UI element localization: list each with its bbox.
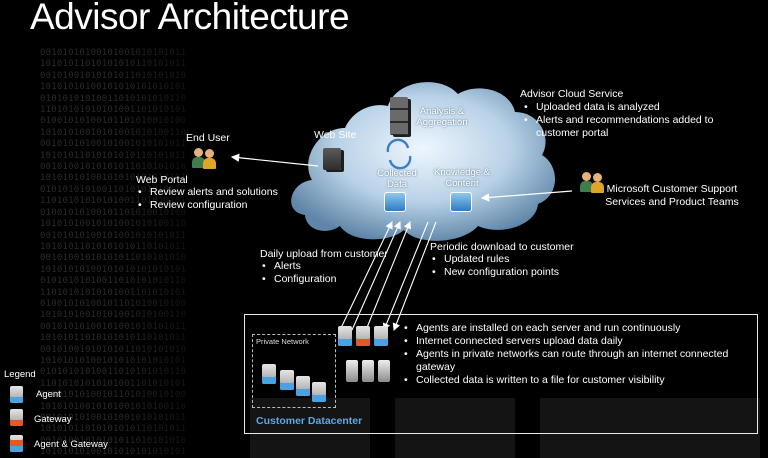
microsoft-label: Microsoft Customer Support Services and … [605,183,739,208]
periodic-download-block: Periodic download to customer Updated ru… [430,241,574,279]
end-user-label: End User [186,132,230,144]
analysis-server-icon [390,97,408,135]
floor-block [250,398,370,458]
support-team-icon [580,172,608,194]
web-portal-heading: Web Portal [136,174,188,186]
datacenter-bullet: Collected data is written to a file for … [404,374,750,387]
collected-data-icon [384,192,406,212]
legend-item-agent-gateway: Agent & Gateway [34,439,108,450]
legend-item-gateway: Gateway [34,414,72,425]
gateway-server-icon [338,326,352,346]
datacenter-bullets: Agents are installed on each server and … [404,322,750,387]
users-icon [192,148,220,170]
cloud-service-block: Advisor Cloud Service Uploaded data is a… [520,88,736,140]
floor-block [395,398,515,458]
legend-heading: Legend [4,369,36,380]
knowledge-data-icon [450,192,472,212]
legend-item-agent: Agent [36,389,61,400]
web-portal-bullet: Review alerts and solutions [138,186,278,199]
periodic-download-heading: Periodic download to customer [430,241,574,253]
cloud-service-bullet: Uploaded data is analyzed [524,101,736,114]
web-server-icon [323,148,341,170]
daily-upload-bullet: Alerts [262,260,388,273]
legend-agent-icon [10,386,23,403]
server-icon [346,360,358,382]
agent-server-icon [312,382,326,402]
datacenter-bullet: Agents are installed on each server and … [404,322,750,335]
server-icon [378,360,390,382]
datacenter-bullet: Agents in private networks can route thr… [404,348,750,374]
daily-upload-block: Daily upload from customer Alerts Config… [260,248,388,286]
analysis-label: Analysis & Aggregation [416,106,468,128]
legend-agent-gateway-icon [10,435,23,452]
gateway-server-icon [356,326,370,346]
refresh-icon [386,138,412,170]
web-site-label: Web Site [314,129,357,141]
web-portal-bullet: Review configuration [138,199,278,212]
portal-arrow [230,153,319,167]
web-portal-block: Web Portal Review alerts and solutions R… [136,174,278,212]
agent-server-icon [280,370,294,390]
binary-backdrop: 00101010100101001010101011 1010101101010… [40,48,187,458]
daily-upload-heading: Daily upload from customer [260,248,388,260]
server-icon [362,360,374,382]
gateway-server-icon [374,326,388,346]
datacenter-bullet: Internet connected servers upload data d… [404,335,750,348]
periodic-download-bullet: New configuration points [432,266,574,279]
cloud-service-heading: Advisor Cloud Service [520,88,624,100]
private-network-label: Private Network [256,337,309,346]
knowledge-label: Knowledge & Content [434,167,490,189]
private-network-box [252,334,336,408]
support-arrow [480,190,573,202]
cloud-service-bullet: Alerts and recommendations added to cust… [524,114,736,140]
agent-server-icon [262,364,276,384]
floor-block [540,398,760,458]
customer-datacenter-box [244,314,758,434]
datacenter-title: Customer Datacenter [256,415,363,427]
collected-label: Collected Data [377,168,417,190]
daily-upload-bullet: Configuration [262,273,388,286]
legend: Legend [4,369,36,380]
agent-server-icon [296,376,310,396]
periodic-download-bullet: Updated rules [432,253,574,266]
page-title: Advisor Architecture [30,0,350,37]
legend-gateway-icon [10,409,23,426]
